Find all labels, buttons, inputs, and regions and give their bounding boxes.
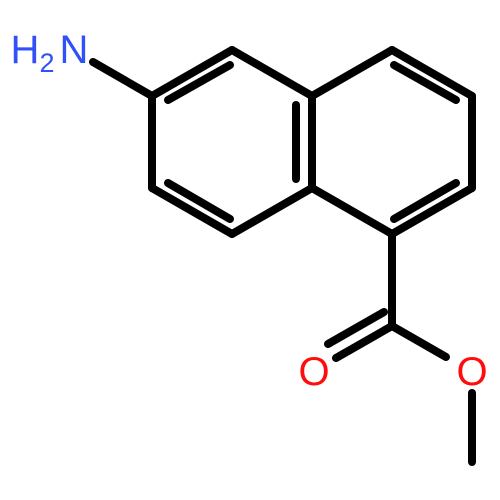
bond-lines	[89, 46, 476, 466]
double-bond-inner-c8-c7r	[390, 61, 460, 104]
amine-hydrogen-count-label: 2	[39, 48, 54, 78]
bond-c6-n	[89, 58, 156, 100]
double-bond-inner-c6-c7	[164, 61, 234, 104]
double-bond-inner-c4-c3	[164, 179, 234, 223]
atom-labels: H 2 N O O	[11, 28, 488, 394]
bond-c8a-c8	[308, 46, 396, 100]
bond-c6-c7	[148, 46, 236, 100]
bond-c4-c3	[148, 184, 236, 238]
amine-nitrogen-label: N	[60, 28, 89, 72]
bond-carbonyl-c-o-double-a	[332, 322, 396, 362]
ester-oxygen-label: O	[456, 350, 487, 394]
bond-carbonyl-c-o-double-b	[324, 308, 388, 348]
bond-c6r-c5r	[388, 184, 476, 238]
bond-c5r-c4a	[308, 184, 396, 238]
carbonyl-oxygen-label: O	[298, 350, 329, 394]
bond-c8-c7r	[388, 46, 476, 100]
double-bond-inner-c6r-c5r	[390, 179, 460, 223]
bond-carbonyl-c-ester-o	[388, 322, 450, 361]
bond-c7-c8a	[228, 46, 316, 100]
bond-c4a-c4	[228, 184, 316, 238]
amine-hydrogen-label: H	[11, 28, 40, 72]
amine-group-label: H 2 N	[11, 28, 89, 78]
